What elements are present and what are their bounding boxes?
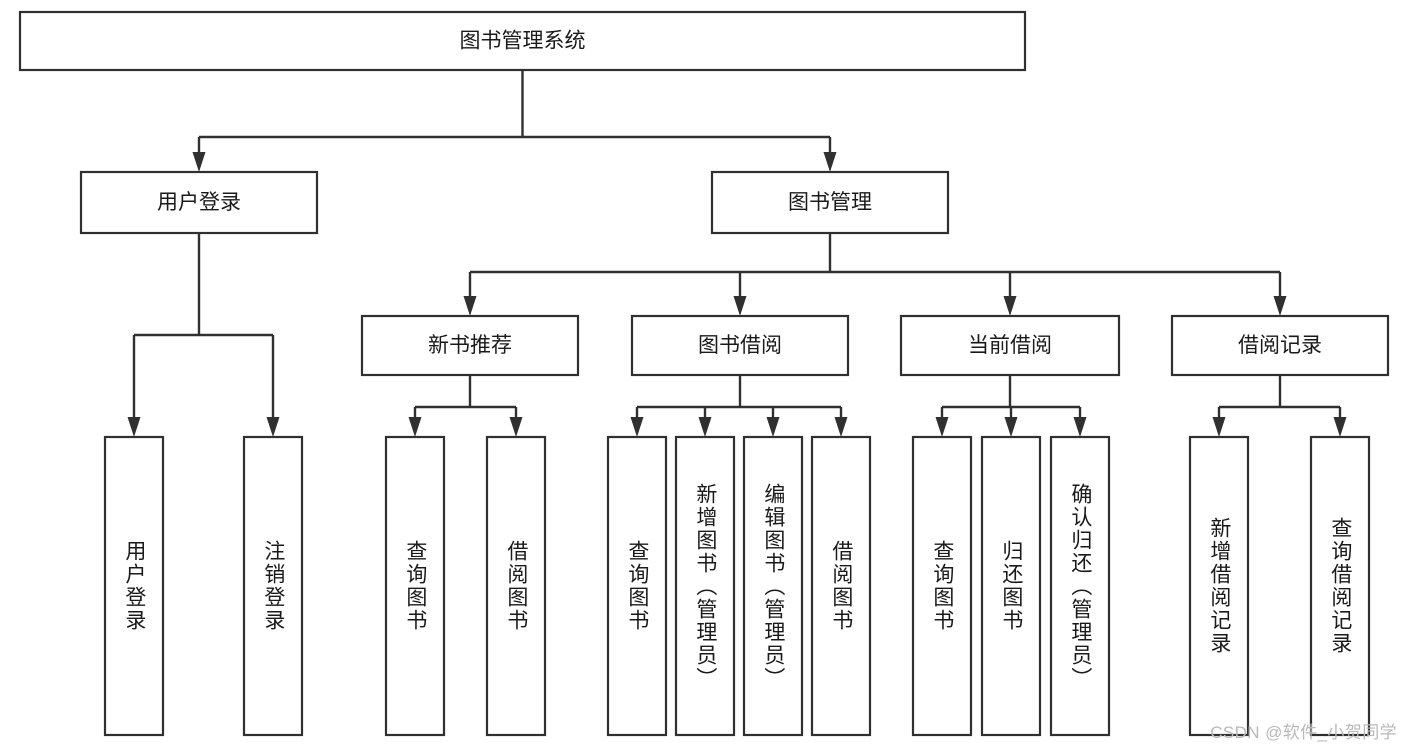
edge-group-user_login bbox=[127, 233, 280, 437]
node-box-book-borrow[interactable] bbox=[630, 314, 850, 377]
edge-group-new_book_rec bbox=[408, 375, 523, 437]
node-box-leaf-bb-query[interactable] bbox=[606, 435, 668, 737]
csdn-watermark: CSDN @软件_小贺同学 bbox=[1210, 723, 1397, 742]
node-box-leaf-br-query[interactable] bbox=[1309, 435, 1371, 737]
connector-layer bbox=[127, 70, 1347, 437]
node-label-borrow-record: 借阅记录 bbox=[1238, 334, 1322, 357]
edge-group-book_borrow bbox=[630, 375, 848, 437]
node-box-leaf-bb-borrow[interactable] bbox=[810, 435, 872, 737]
node-box-new-book-rec[interactable] bbox=[360, 314, 580, 377]
node-box-borrow-record[interactable] bbox=[1170, 314, 1390, 377]
node-label-book-borrow: 图书借阅 bbox=[698, 334, 782, 357]
node-box-leaf-bb-add[interactable] bbox=[674, 435, 736, 737]
node-box-leaf-cb-query[interactable] bbox=[911, 435, 973, 737]
node-box-book-manage[interactable] bbox=[710, 170, 950, 235]
node-box-layer bbox=[18, 10, 1390, 737]
node-box-leaf-rec-query[interactable] bbox=[384, 435, 446, 737]
node-box-leaf-user-logout[interactable] bbox=[242, 435, 304, 737]
node-box-leaf-user-login[interactable] bbox=[103, 435, 165, 737]
node-label-user-login: 用户登录 bbox=[157, 191, 241, 214]
node-label-current-borrow: 当前借阅 bbox=[968, 334, 1052, 357]
node-box-leaf-bb-edit[interactable] bbox=[742, 435, 804, 737]
node-box-current-borrow[interactable] bbox=[899, 314, 1121, 377]
node-box-leaf-cb-return[interactable] bbox=[980, 435, 1042, 737]
node-box-leaf-br-add[interactable] bbox=[1188, 435, 1250, 737]
node-box-leaf-rec-borrow[interactable] bbox=[485, 435, 547, 737]
edge-group-root bbox=[192, 70, 837, 172]
edge-group-current_borrow bbox=[935, 375, 1087, 437]
node-box-user-login[interactable] bbox=[79, 170, 319, 235]
edge-group-borrow_record bbox=[1212, 375, 1347, 437]
edge-group-book_manage bbox=[463, 233, 1287, 316]
node-label-book-manage: 图书管理 bbox=[788, 191, 872, 214]
node-box-root[interactable] bbox=[18, 10, 1027, 72]
node-label-new-book-rec: 新书推荐 bbox=[428, 334, 512, 357]
node-label-root: 图书管理系统 bbox=[460, 30, 586, 53]
node-box-leaf-cb-confirm[interactable] bbox=[1049, 435, 1111, 737]
